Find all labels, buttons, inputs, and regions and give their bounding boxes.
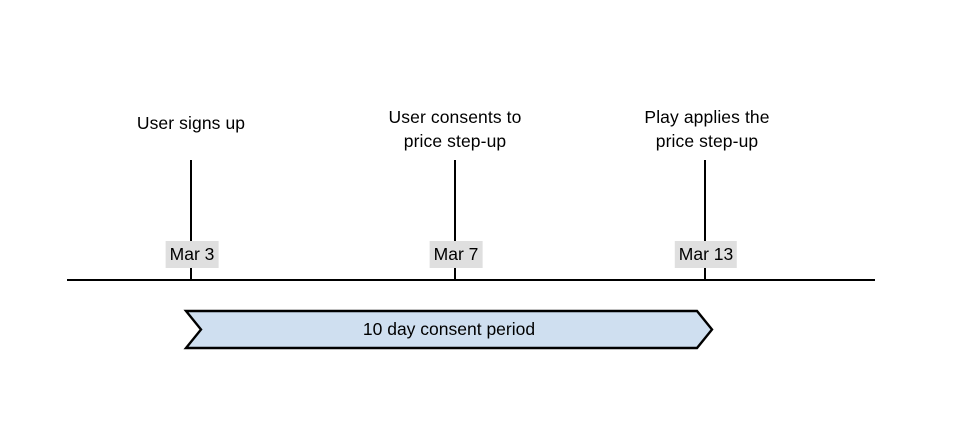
- milestone-label-user-consents-line2: price step-up: [403, 131, 507, 151]
- consent-period-banner-shape: [183, 309, 714, 350]
- milestone-date-mar-13: Mar 13: [674, 241, 738, 268]
- milestone-tick-user-consents: [454, 160, 456, 280]
- milestone-date-mar-3: Mar 3: [165, 241, 219, 268]
- milestone-date-mar-7: Mar 7: [429, 241, 483, 268]
- milestone-label-user-consents-line1: User consents to: [388, 107, 522, 127]
- consent-period-banner: 10 day consent period: [183, 309, 714, 350]
- milestone-label-play-applies-line2: price step-up: [655, 131, 759, 151]
- timeline-axis: [67, 279, 875, 281]
- milestone-tick-play-applies: [704, 160, 706, 280]
- chevron-arrow-icon: [183, 309, 714, 350]
- milestone-label-user-signs-up: User signs up: [136, 113, 246, 133]
- milestone-tick-user-signs-up: [190, 160, 192, 280]
- milestone-label-play-applies-line1: Play applies the: [644, 107, 770, 127]
